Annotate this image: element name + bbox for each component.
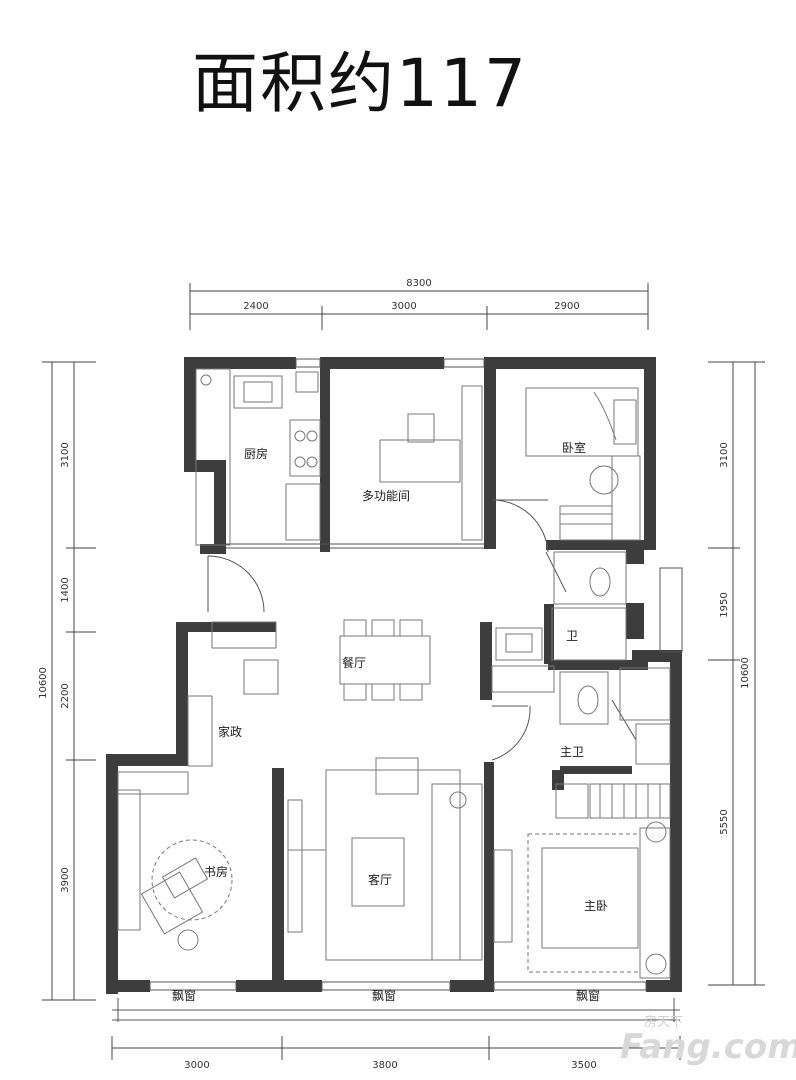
label-multi-function: 多功能间 bbox=[362, 489, 410, 503]
label-bay-window-3: 飘窗 bbox=[576, 989, 600, 1003]
dim-right-total: 10600 bbox=[740, 657, 751, 689]
dim-right-3: 5550 bbox=[719, 809, 730, 834]
dim-left-2: 1400 bbox=[60, 577, 71, 602]
label-bathroom: 卫 bbox=[566, 629, 578, 643]
multi-function-furniture bbox=[379, 385, 483, 541]
watermark-logo: Fang.com bbox=[620, 1027, 796, 1067]
label-kitchen: 厨房 bbox=[244, 446, 268, 461]
housekeeping-furniture bbox=[187, 621, 279, 767]
label-bay-window-2: 飘窗 bbox=[372, 989, 396, 1003]
bedroom-furniture bbox=[525, 387, 641, 541]
right-dimensions: 10600 3100 1950 5550 bbox=[708, 361, 765, 986]
label-master-bath: 主卫 bbox=[560, 745, 584, 759]
master-bath-storage bbox=[555, 783, 671, 819]
dim-right-2: 1950 bbox=[719, 592, 730, 617]
label-master-bedroom: 主卧 bbox=[584, 899, 608, 913]
dim-bottom-3: 3500 bbox=[571, 1060, 596, 1071]
room-labels: 厨房 多功能间 卧室 餐厅 卫 家政 主卫 书房 客厅 主卧 飘窗 飘窗 飘窗 bbox=[172, 440, 608, 1003]
dim-top-total: 8300 bbox=[406, 278, 431, 289]
dim-bottom-2: 3800 bbox=[372, 1060, 397, 1071]
label-living: 客厅 bbox=[368, 872, 392, 887]
dim-top-3: 2900 bbox=[554, 301, 579, 312]
dim-top-1: 2400 bbox=[243, 301, 268, 312]
label-study: 书房 bbox=[204, 864, 228, 879]
kitchen-fixtures bbox=[195, 368, 321, 546]
label-bedroom: 卧室 bbox=[562, 440, 586, 455]
dim-right-1: 3100 bbox=[719, 442, 730, 467]
living-furniture bbox=[287, 757, 483, 961]
label-dining: 餐厅 bbox=[342, 655, 366, 670]
dim-left-1: 3100 bbox=[60, 442, 71, 467]
watermark: 房天下 Fang.com bbox=[620, 1014, 796, 1067]
label-bay-window-1: 飘窗 bbox=[172, 989, 196, 1003]
dim-left-total: 10600 bbox=[38, 667, 49, 699]
label-housekeeping: 家政 bbox=[218, 724, 242, 739]
doors bbox=[207, 499, 637, 761]
dim-left-3: 2200 bbox=[60, 683, 71, 708]
dim-top-2: 3000 bbox=[391, 301, 416, 312]
sliding-doors bbox=[226, 543, 484, 549]
dim-left-4: 3900 bbox=[60, 867, 71, 892]
windows bbox=[112, 358, 683, 1022]
master-bedroom-furniture bbox=[493, 821, 671, 979]
watermark-cn: 房天下 bbox=[644, 1014, 683, 1030]
walls bbox=[106, 357, 682, 994]
study-furniture bbox=[117, 771, 233, 951]
left-dimensions: 10600 3100 1400 2200 3900 bbox=[38, 361, 96, 1001]
dining-furniture bbox=[339, 619, 431, 701]
dim-bottom-1: 3000 bbox=[184, 1060, 209, 1071]
bottom-dimensions: 3000 3800 3500 bbox=[111, 1036, 681, 1071]
plan-title: 面积约117 bbox=[192, 45, 528, 122]
bathroom-fixtures bbox=[491, 551, 671, 765]
top-dimensions: 8300 2400 3000 2900 bbox=[189, 278, 649, 330]
